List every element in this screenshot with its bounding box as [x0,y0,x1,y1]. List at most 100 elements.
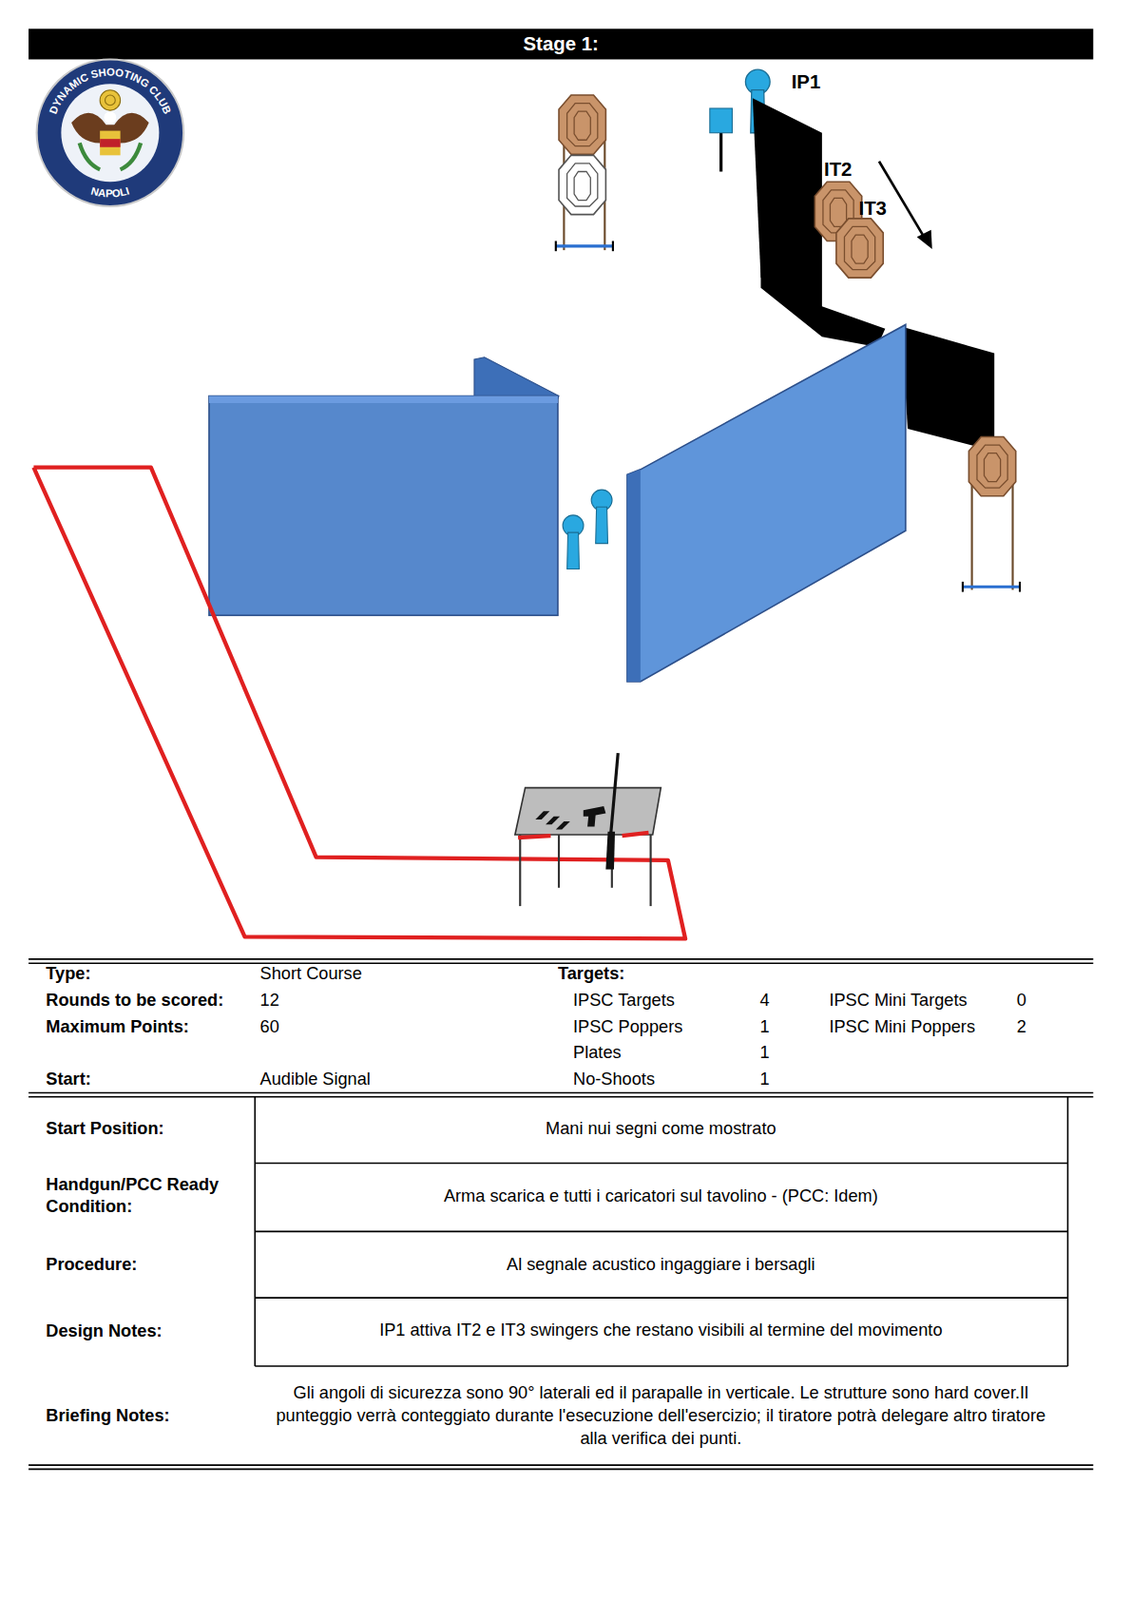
target-count: 1 [759,1069,769,1093]
target-count: 4 [759,989,769,1013]
right-target-part [968,436,1016,496]
target-count: 1 [759,1015,769,1039]
right-target-part [962,585,1020,589]
start-table-part-part [555,821,571,830]
target-type: No-Shoots [573,1069,655,1093]
ipsc-target-with-no-shoot [555,95,614,251]
briefing-text: Gli angoli di sicurezza sono 90° lateral… [268,1381,1054,1450]
club-city-part: NAPOLI [89,184,131,199]
field-value: Short Course [260,962,363,986]
popper-and-plate-part [719,133,723,173]
blue-walls-part [627,324,906,682]
club-logo-part [99,138,120,148]
target-count: 1 [759,1042,769,1066]
stage-title: Stage 1: [522,31,598,58]
row-heading: Briefing Notes: [45,1405,170,1429]
field-value: Audible Signal [260,1069,371,1093]
table-rules-part [28,1463,1093,1466]
table-rules-part [28,1095,1093,1098]
target-type: Plates [573,1042,622,1066]
title-band [28,28,1093,59]
blue-walls-part [209,396,558,404]
club-name-part: DYNAMIC SHOOTING CLUB [46,66,173,116]
row-heading: Design Notes: [45,1321,162,1344]
table-rules-part [254,1296,1068,1299]
blue-walls-part [209,396,558,616]
row-text: IP1 attiva IT2 e IT3 swingers che restan… [263,1319,1059,1342]
black-wall-part [760,267,885,347]
row-text: Al segnale acustico ingaggiare i bersagl… [263,1253,1059,1277]
start-table-part [605,831,615,870]
start-table-part [622,832,650,836]
callout-label: IT2 [824,156,852,183]
right-target-part [1011,479,1014,591]
mini-poppers-part [591,489,613,544]
start-table-part [518,834,521,906]
field-name: Targets: [557,962,625,986]
field-name: Rounds to be scored: [45,989,224,1013]
table-rules [28,958,1093,1470]
club-logo [37,58,185,207]
club-city: NAPOLI [89,184,131,199]
callout-label: IP1 [791,69,822,96]
start-table-part-part [535,810,550,820]
start-table-part [517,835,551,838]
table-rules-part [254,1162,1068,1165]
row-heading: Procedure: [45,1253,137,1277]
start-table-part [557,834,560,888]
target-type: IPSC Targets [573,989,675,1013]
target-type: IPSC Mini Poppers [828,1015,976,1039]
table-rules-part [28,958,1093,960]
mini-poppers [562,489,613,569]
start-table [515,752,661,906]
movement-arrow-part [917,230,933,250]
start-table-part [535,805,606,830]
right-target-part [971,479,974,591]
field-value: 12 [260,989,280,1013]
ipsc-target-with-no-shoot-part [555,240,557,251]
field-value: 60 [260,1015,280,1039]
club-logo-part [105,95,116,106]
club-logo-part [120,142,141,170]
start-table-part-part [545,816,560,825]
swinger-targets [814,181,883,278]
ipsc-target-with-no-shoot-part [612,240,614,251]
start-table-part [515,787,661,835]
table-rules-part [254,1364,1068,1367]
callout-label: IT3 [858,195,886,222]
row-heading: Start Position: [45,1117,164,1141]
club-logo-part [37,58,185,207]
target-count: 2 [1016,1015,1027,1039]
blue-walls-part [627,469,641,682]
right-target [962,436,1020,592]
swinger-targets-part [836,218,883,278]
club-logo-part [103,111,116,124]
club-name: DYNAMIC SHOOTING CLUB [46,66,173,116]
ipsc-target-with-no-shoot-part [558,154,606,214]
table-rules-part [254,1230,1068,1233]
table-rules-part [28,1468,1093,1471]
movement-arrow [879,161,933,250]
mini-poppers-part [562,515,584,570]
table-rules-part [28,961,1093,964]
shooting-area [33,467,686,940]
club-logo-part [79,142,100,170]
row-text: Mani nui segni come mostrato [263,1117,1059,1141]
ipsc-target-with-no-shoot-part [558,95,606,154]
table-rules-part [28,1092,1093,1094]
field-name: Start: [45,1069,92,1093]
club-logo-part [99,90,120,111]
black-wall-part [901,326,996,452]
field-name: Maximum Points: [45,1015,190,1039]
target-type: IPSC Poppers [573,1015,683,1039]
start-table-part-part [583,805,607,826]
ipsc-target-with-no-shoot-part [555,244,614,248]
right-target-part [1018,581,1021,593]
right-target-part [961,581,964,593]
club-logo-part [60,83,159,182]
row-text: Arma scarica e tutti i caricatori sul ta… [263,1185,1059,1208]
blue-walls [209,324,906,682]
target-type: IPSC Mini Targets [828,989,967,1013]
